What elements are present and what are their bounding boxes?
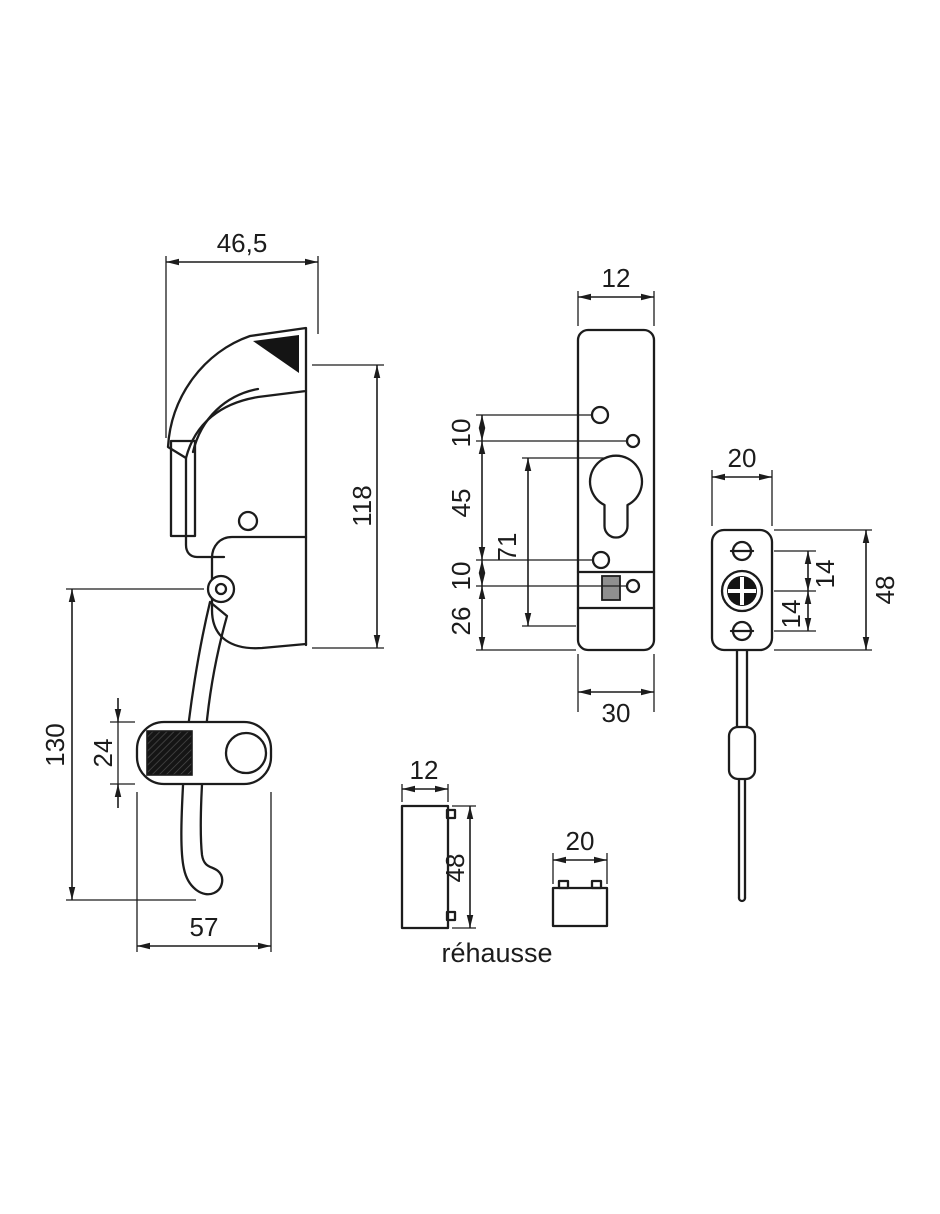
pin-hole-lower xyxy=(625,578,641,594)
dim-label-spacer-width: 20 xyxy=(566,826,595,856)
latch-block xyxy=(601,575,621,601)
dim-keeper-height: 48 xyxy=(774,529,900,651)
dim-front-center-height: 71 xyxy=(492,457,606,627)
dim-label-front-lower-hole-gap: 10 xyxy=(446,562,476,591)
dim-riser-height: 48 xyxy=(440,805,476,929)
pivot-hinge xyxy=(206,574,236,604)
spacer-body xyxy=(551,886,609,928)
screw-hole-lower xyxy=(591,550,611,570)
dim-label-side-top-width: 46,5 xyxy=(217,228,268,258)
dim-front-left-chain: 10 45 10 26 xyxy=(446,414,626,651)
dim-keeper-width: 20 xyxy=(711,443,773,526)
dim-label-side-body-height: 118 xyxy=(347,485,377,526)
dim-riser-width: 12 xyxy=(401,755,449,802)
cap-triangle-marker xyxy=(253,335,299,373)
riser-pin-top xyxy=(445,808,457,820)
dim-label-riser-height: 48 xyxy=(440,854,470,883)
dim-spacer-width: 20 xyxy=(552,826,608,884)
dim-label-side-grip-height: 24 xyxy=(88,739,118,768)
riser-view xyxy=(400,804,457,930)
riser-caption: réhausse xyxy=(441,938,552,968)
keeper-view xyxy=(710,528,774,903)
dim-side-overall-height: 130 xyxy=(40,588,204,901)
dim-keeper-hole-gaps: 14 14 xyxy=(774,550,840,632)
cable-ferrule xyxy=(727,725,757,781)
body-left-edge xyxy=(184,456,226,559)
pin-hole-upper xyxy=(625,433,641,449)
spacer-pin-right xyxy=(590,879,603,890)
spacer-view xyxy=(551,879,609,928)
grip-clamp-hole xyxy=(224,731,268,775)
dim-side-body-height: 118 xyxy=(312,364,384,649)
dim-label-front-top-width: 12 xyxy=(602,263,631,293)
dim-side-top-width: 46,5 xyxy=(165,228,319,438)
dim-front-bottom-width: 30 xyxy=(577,654,655,728)
keeper-eyelet-outer xyxy=(720,569,764,613)
dim-label-keeper-height: 48 xyxy=(870,576,900,605)
side-view xyxy=(135,326,308,896)
lower-dome xyxy=(210,535,308,650)
grip-pad xyxy=(146,730,193,776)
dim-label-riser-width: 12 xyxy=(410,755,439,785)
pivot-hinge-center xyxy=(214,582,228,596)
dim-label-front-center-height: 71 xyxy=(492,533,522,562)
riser-body xyxy=(400,804,450,930)
front-view xyxy=(576,328,656,652)
dim-side-bottom-width: 57 xyxy=(136,792,272,952)
face-plate xyxy=(576,328,656,652)
spacer-pin-left xyxy=(557,879,570,890)
mounting-block xyxy=(169,439,197,538)
dim-label-side-bottom-width: 57 xyxy=(190,912,219,942)
dim-label-side-overall-height: 130 xyxy=(40,723,70,766)
dim-label-front-upper-hole-gap: 10 xyxy=(446,419,476,448)
lock-cap xyxy=(166,326,308,460)
dim-label-front-cylinder-gap: 45 xyxy=(446,489,476,518)
body-pin-hole xyxy=(237,510,259,532)
riser-pin-bottom xyxy=(445,910,457,922)
dim-label-keeper-lower-gap: 14 xyxy=(776,600,806,629)
cap-inner-arc xyxy=(191,387,260,454)
dim-front-top-width: 12 xyxy=(577,263,655,326)
dim-label-front-bottom-gap: 26 xyxy=(446,607,476,636)
cable-tip xyxy=(737,896,747,903)
dim-label-keeper-width: 20 xyxy=(728,443,757,473)
dim-side-grip-height: 24 xyxy=(88,698,135,808)
dim-label-keeper-upper-gap: 14 xyxy=(810,560,840,589)
dim-label-front-bottom-width: 30 xyxy=(602,698,631,728)
euro-cylinder-hole xyxy=(588,454,644,539)
